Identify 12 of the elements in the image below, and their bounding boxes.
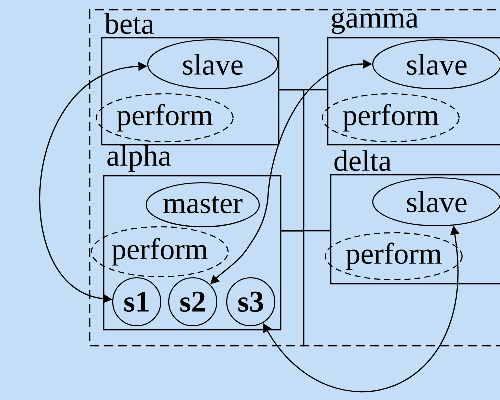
circle-node: s2 — [168, 277, 218, 327]
circle-node: s1 — [112, 277, 162, 327]
node-label: delta — [334, 150, 392, 172]
ellipse-node: slave — [147, 39, 279, 90]
circle-node: s3 — [226, 277, 276, 327]
bus-line — [280, 89, 305, 232]
node-label: gamma — [332, 12, 419, 34]
bus-line — [282, 230, 305, 347]
node-label: alpha — [108, 145, 172, 172]
dashed-frame — [89, 9, 500, 347]
ellipse-node: master — [146, 182, 260, 228]
node-label: beta — [104, 13, 154, 34]
